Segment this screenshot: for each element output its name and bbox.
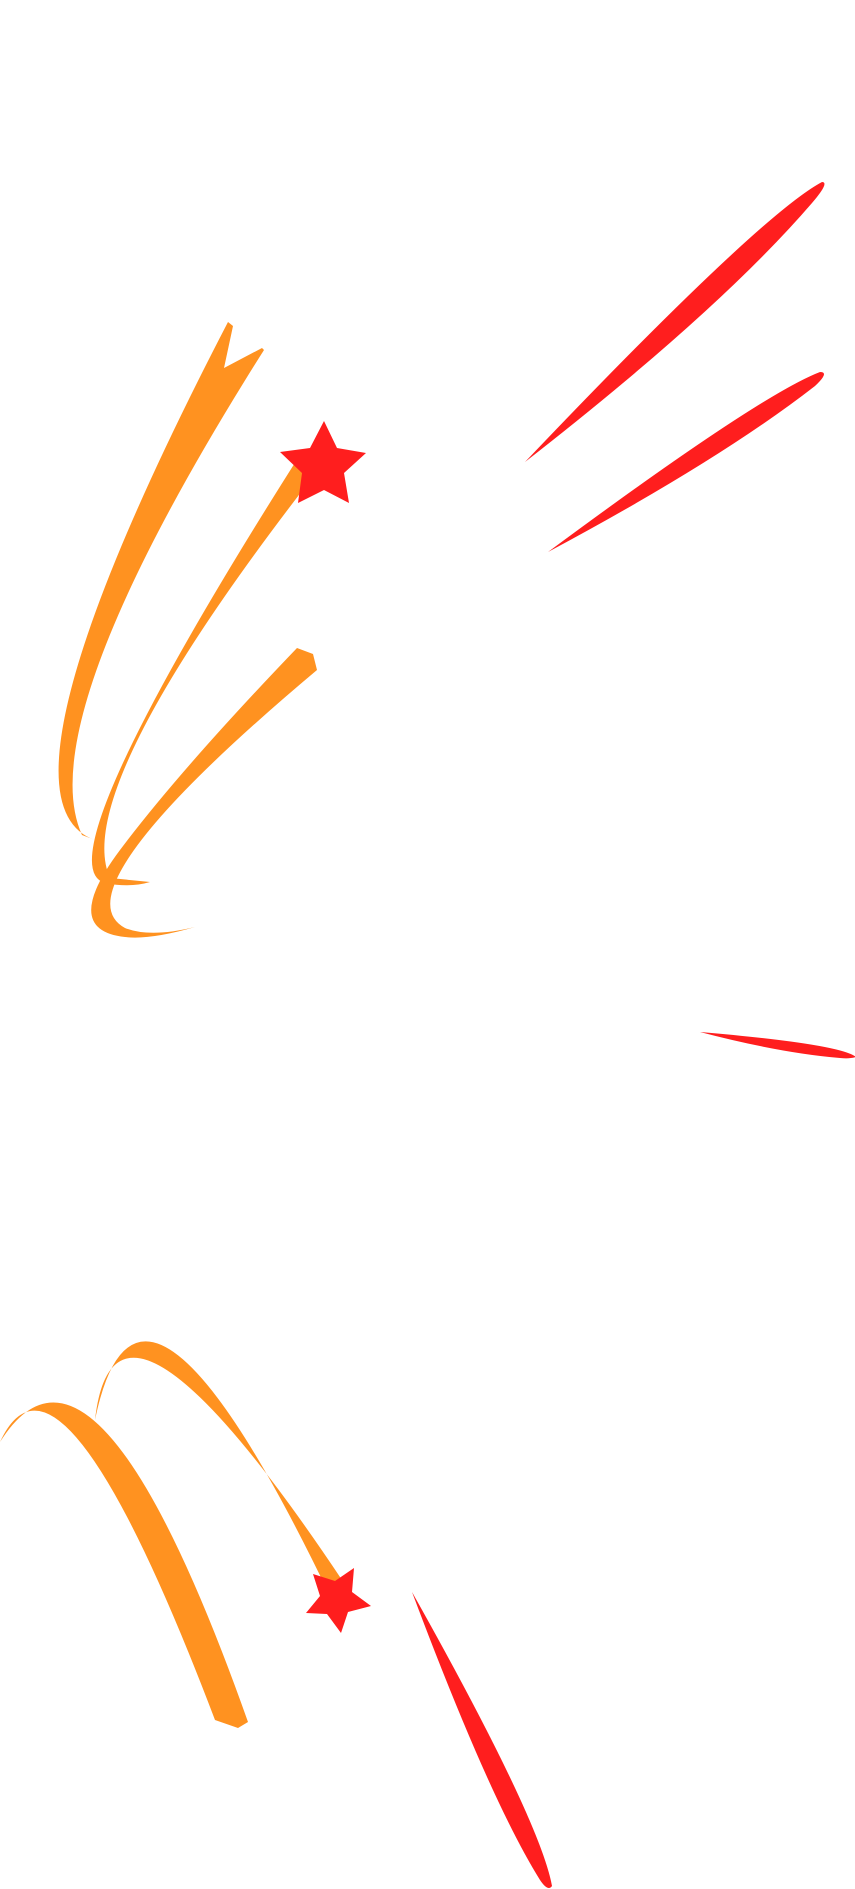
orange-trail-outer: [58, 322, 265, 840]
red-streak-2: [548, 372, 824, 552]
orange-trail-inner: [91, 648, 317, 938]
red-streaks: [412, 182, 855, 1888]
bottom-shooting-star-cluster: [0, 1341, 371, 1728]
orange-trail-middle: [91, 458, 313, 886]
star-icon: [280, 421, 366, 503]
red-streak-4: [412, 1592, 552, 1888]
top-shooting-star-cluster: [58, 322, 366, 938]
star-icon: [306, 1568, 371, 1633]
red-streak-1: [525, 182, 825, 462]
orange-trail-left: [0, 1402, 248, 1728]
red-streak-3: [700, 1032, 855, 1059]
